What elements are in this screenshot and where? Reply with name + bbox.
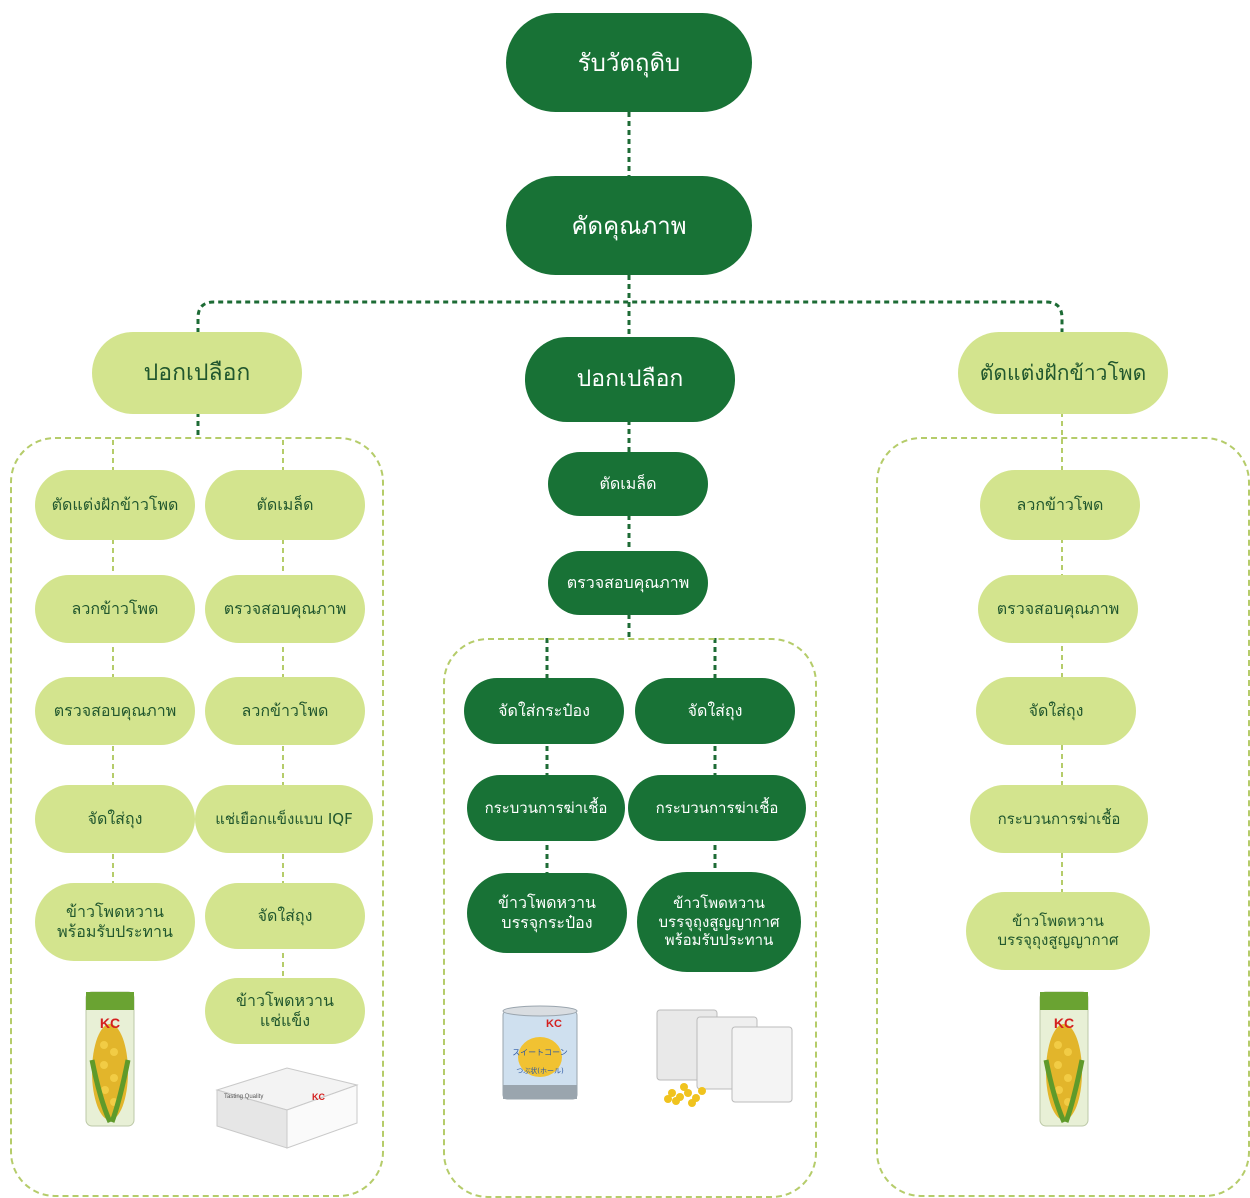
- corn-pack-logo: KC: [100, 1015, 120, 1031]
- center-peel-header: ปอกเปลือก: [525, 337, 735, 422]
- left-col1-step-1: ตัดแต่งฝักข้าวโพด: [35, 470, 195, 540]
- can-logo: KC: [546, 1018, 562, 1030]
- left-col2-step-4: แช่เยือกแข็งแบบ IQF: [195, 785, 373, 853]
- left-col2-step-1: ตัดเมล็ด: [205, 470, 365, 540]
- receive-materials-node: รับวัตถุดิบ: [506, 13, 752, 112]
- left-col1-step-4: จัดใส่ถุง: [35, 785, 195, 853]
- left-col1-step-2: ลวกข้าวโพด: [35, 575, 195, 643]
- canned-corn-image: KC スイートコーン つぶ状(ホール): [502, 1005, 578, 1100]
- center-col1-product: ข้าวโพดหวาน บรรจุกระป๋อง: [467, 873, 627, 953]
- frozen-corn-box-image: KC Tasting Quality: [215, 1067, 359, 1149]
- left-col2-step-5: จัดใส่ถุง: [205, 883, 365, 949]
- right-step-2: ตรวจสอบคุณภาพ: [978, 575, 1138, 643]
- center-col2-step-2: กระบวนการฆ่าเชื้อ: [628, 775, 806, 841]
- center-step-cut-kernels: ตัดเมล็ด: [548, 452, 708, 516]
- left-col1-step-3: ตรวจสอบคุณภาพ: [35, 677, 195, 745]
- corn-pack-logo-right: KC: [1054, 1015, 1074, 1031]
- right-step-4: กระบวนการฆ่าเชื้อ: [970, 785, 1148, 853]
- can-subtitle: つぶ状(ホール): [516, 1066, 564, 1075]
- left-col2-product: ข้าวโพดหวาน แช่แข็ง: [205, 978, 365, 1044]
- right-step-3: จัดใส่ถุง: [976, 677, 1136, 745]
- left-col2-step-3: ลวกข้าวโพด: [205, 677, 365, 745]
- center-col2-step-1: จัดใส่ถุง: [635, 678, 795, 744]
- center-col2-product: ข้าวโพดหวาน บรรจุถุงสูญญากาศ พร้อมรับประ…: [637, 872, 801, 972]
- right-step-1: ลวกข้าวโพด: [980, 470, 1140, 540]
- right-trim-header: ตัดแต่งฝักข้าวโพด: [958, 332, 1168, 414]
- center-step-quality-check: ตรวจสอบคุณภาพ: [548, 551, 708, 615]
- box-logo: KC: [312, 1092, 325, 1102]
- quality-sort-node: คัดคุณภาพ: [506, 176, 752, 275]
- packaged-corn-cob-image: KC: [85, 991, 135, 1127]
- left-peel-header: ปอกเปลือก: [92, 332, 302, 414]
- vacuum-bag-kernels-image: [656, 1009, 793, 1107]
- left-col2-step-2: ตรวจสอบคุณภาพ: [205, 575, 365, 643]
- packaged-corn-cob-image-right: KC: [1039, 991, 1089, 1127]
- right-product: ข้าวโพดหวาน บรรจุถุงสูญญากาศ: [966, 892, 1150, 970]
- center-col1-step-2: กระบวนการฆ่าเชื้อ: [467, 775, 625, 841]
- box-text: Tasting Quality: [224, 1094, 263, 1100]
- left-col1-product: ข้าวโพดหวาน พร้อมรับประทาน: [35, 883, 195, 961]
- can-title: スイートコーン: [512, 1048, 568, 1057]
- center-col1-step-1: จัดใส่กระป๋อง: [464, 678, 624, 744]
